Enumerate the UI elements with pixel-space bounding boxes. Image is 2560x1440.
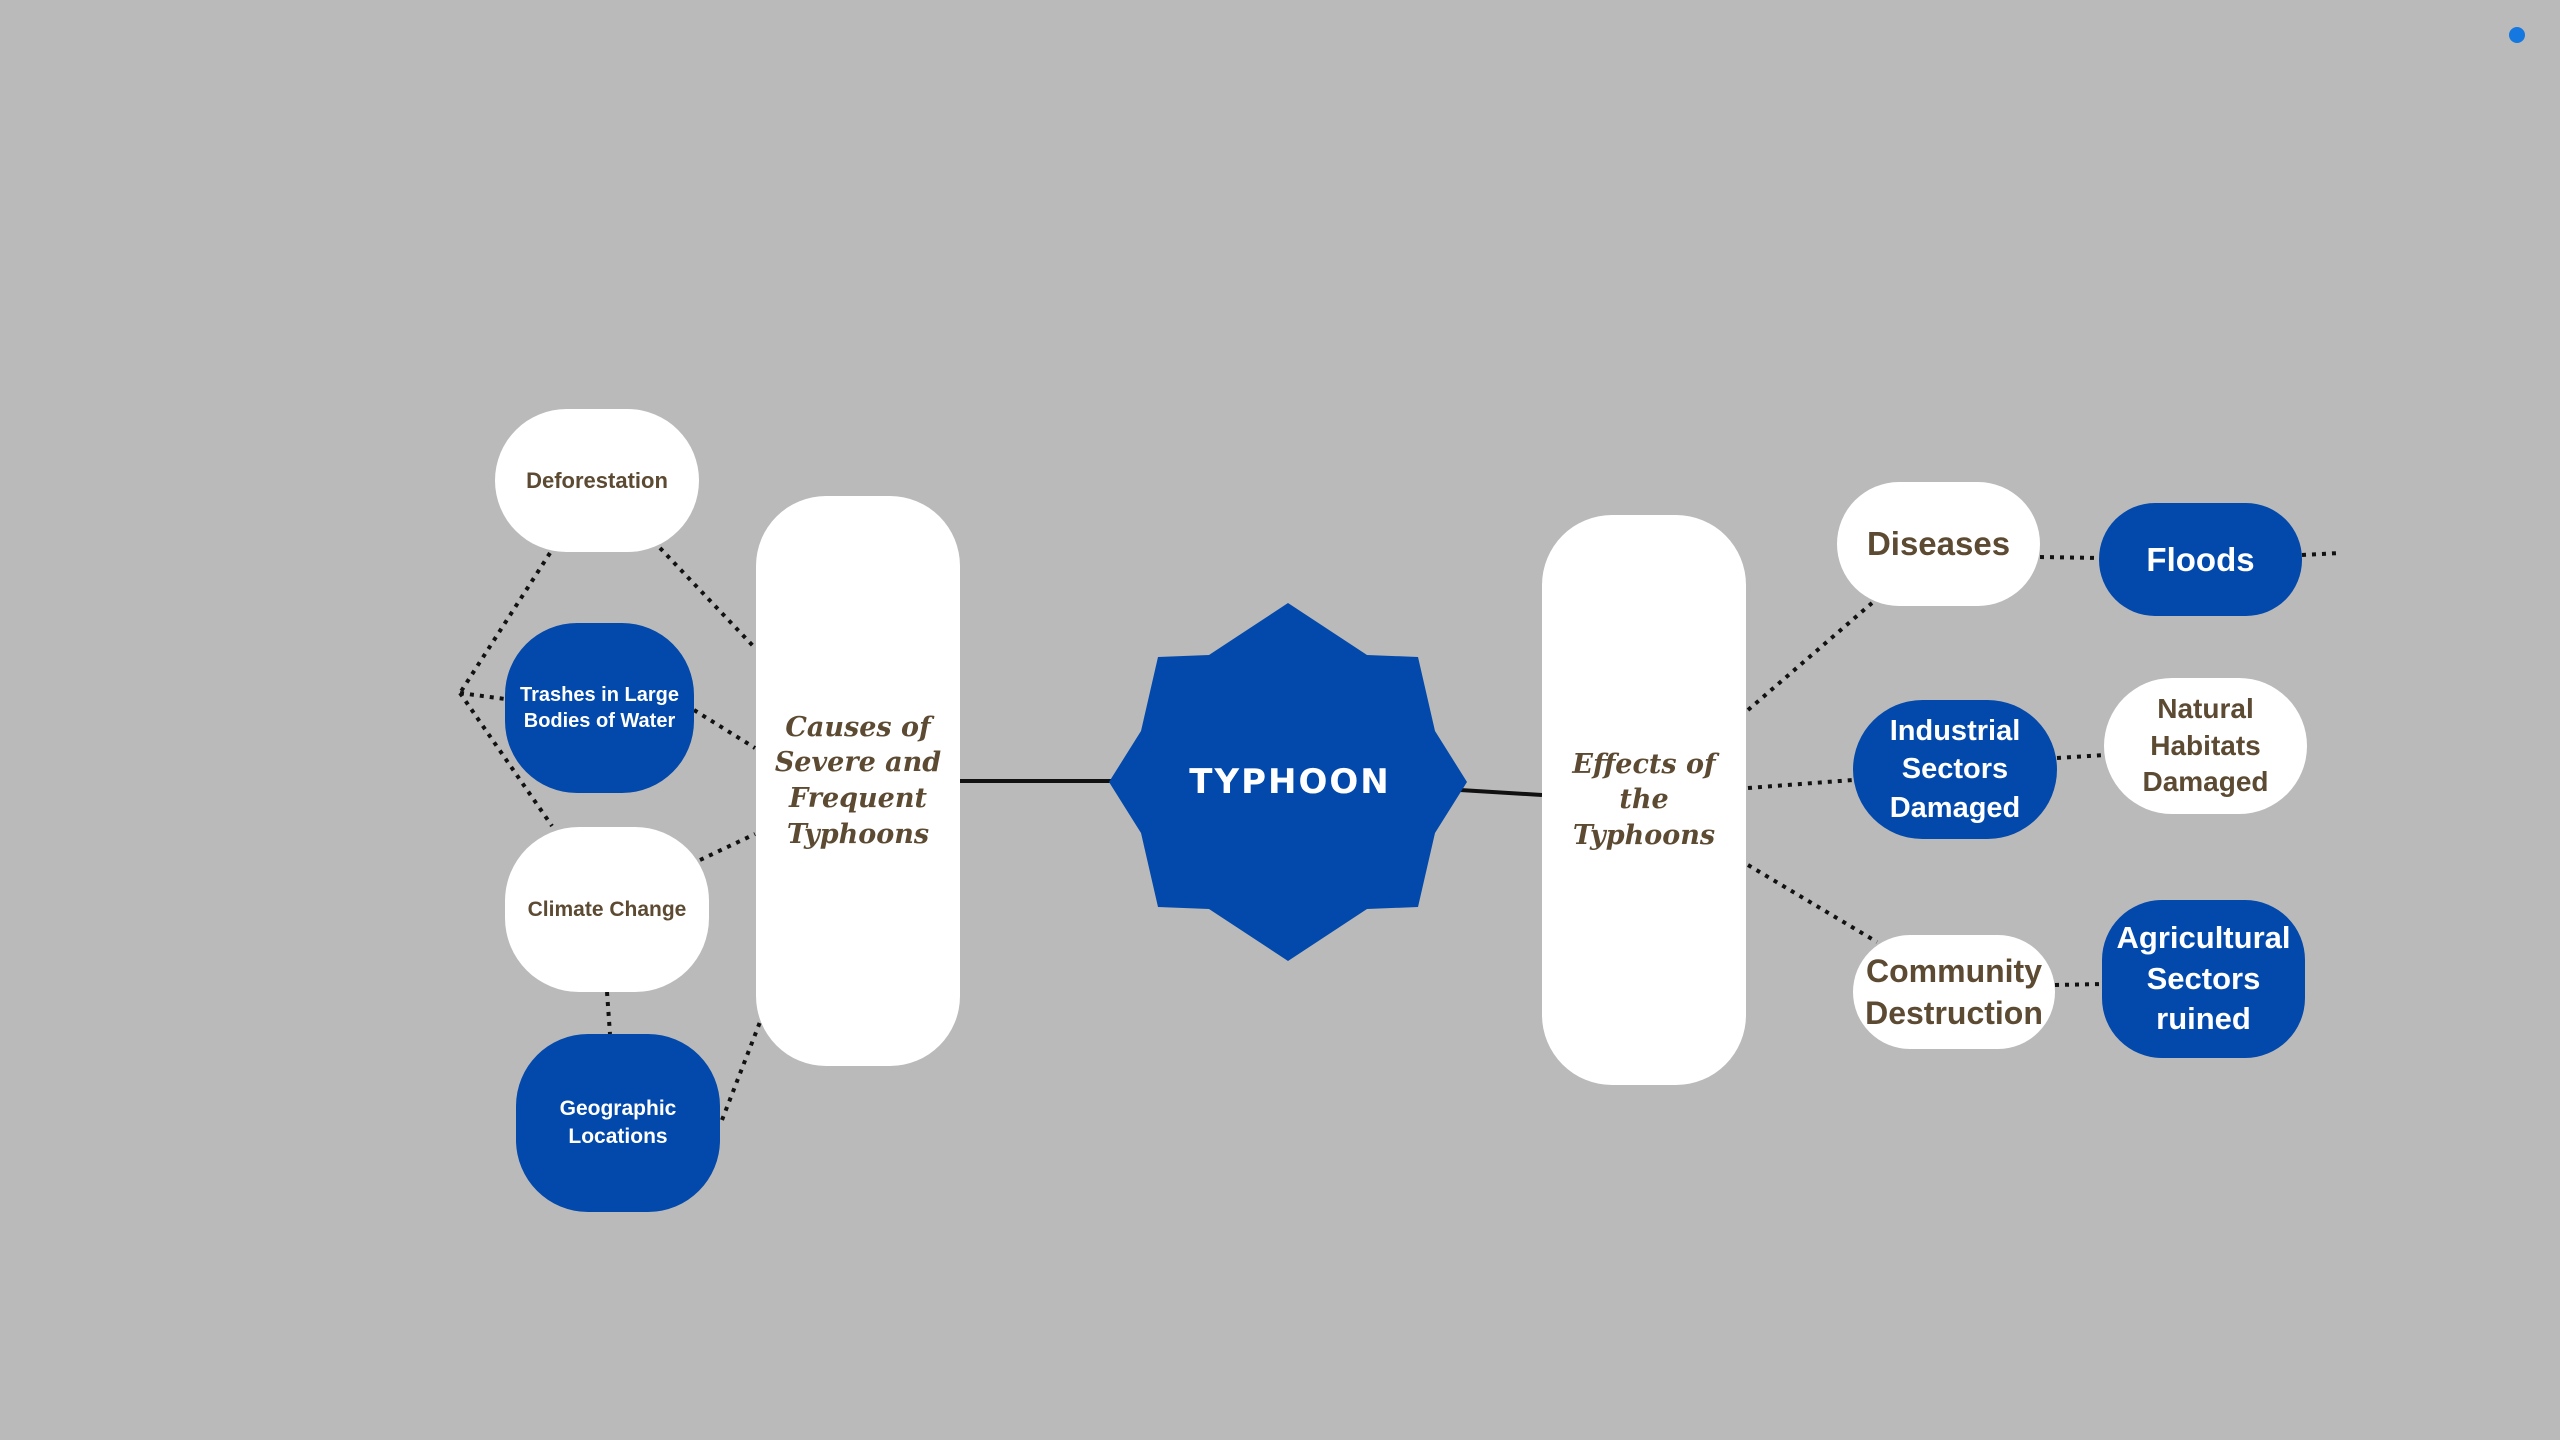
connector-effects-community	[1746, 863, 1879, 944]
climate-change-node[interactable]: Climate Change	[505, 827, 709, 992]
connector-trashes-hub	[692, 708, 757, 750]
agricultural-sectors-node[interactable]: Agricultural Sectors ruined	[2102, 900, 2305, 1058]
status-dot-icon	[2509, 27, 2525, 43]
typhoon-center-label: TYPHOON	[1189, 762, 1391, 802]
connector-climate-hub	[699, 832, 756, 862]
connector-bracket-bottom	[458, 691, 554, 828]
connector-industrial-habitats	[2056, 753, 2106, 760]
effects-hub-node[interactable]: Effects of the Typhoons	[1542, 515, 1746, 1085]
connector-center-effects	[1459, 788, 1543, 797]
geographic-locations-node[interactable]: Geographic Locations	[516, 1034, 720, 1212]
connector-effects-diseases	[1746, 601, 1874, 712]
connector-effects-industrial	[1747, 778, 1854, 790]
connector-climate-geographic	[605, 991, 612, 1035]
natural-habitats-node[interactable]: Natural Habitats Damaged	[2104, 678, 2307, 814]
connector-bracket-mid	[459, 691, 506, 701]
typhoon-star-shape	[1109, 603, 1467, 961]
connector-community-agricultural	[2054, 982, 2103, 987]
connector-diseases-floods	[2039, 555, 2101, 560]
causes-hub-node[interactable]: Causes of Severe and Frequent Typhoons	[756, 496, 960, 1066]
floods-node[interactable]: Floods	[2099, 503, 2302, 616]
connector-bracket-top	[458, 551, 552, 695]
connector-floods-tail	[2301, 551, 2341, 557]
trashes-node[interactable]: Trashes in Large Bodies of Water	[505, 623, 694, 793]
deforestation-node[interactable]: Deforestation	[495, 409, 699, 552]
connector-geographic-hub	[720, 1021, 762, 1121]
industrial-sectors-node[interactable]: Industrial Sectors Damaged	[1853, 700, 2057, 839]
diseases-node[interactable]: Diseases	[1837, 482, 2040, 606]
community-destruction-node[interactable]: Community Destruction	[1853, 935, 2055, 1049]
connector-deforestation-hub	[658, 546, 757, 650]
